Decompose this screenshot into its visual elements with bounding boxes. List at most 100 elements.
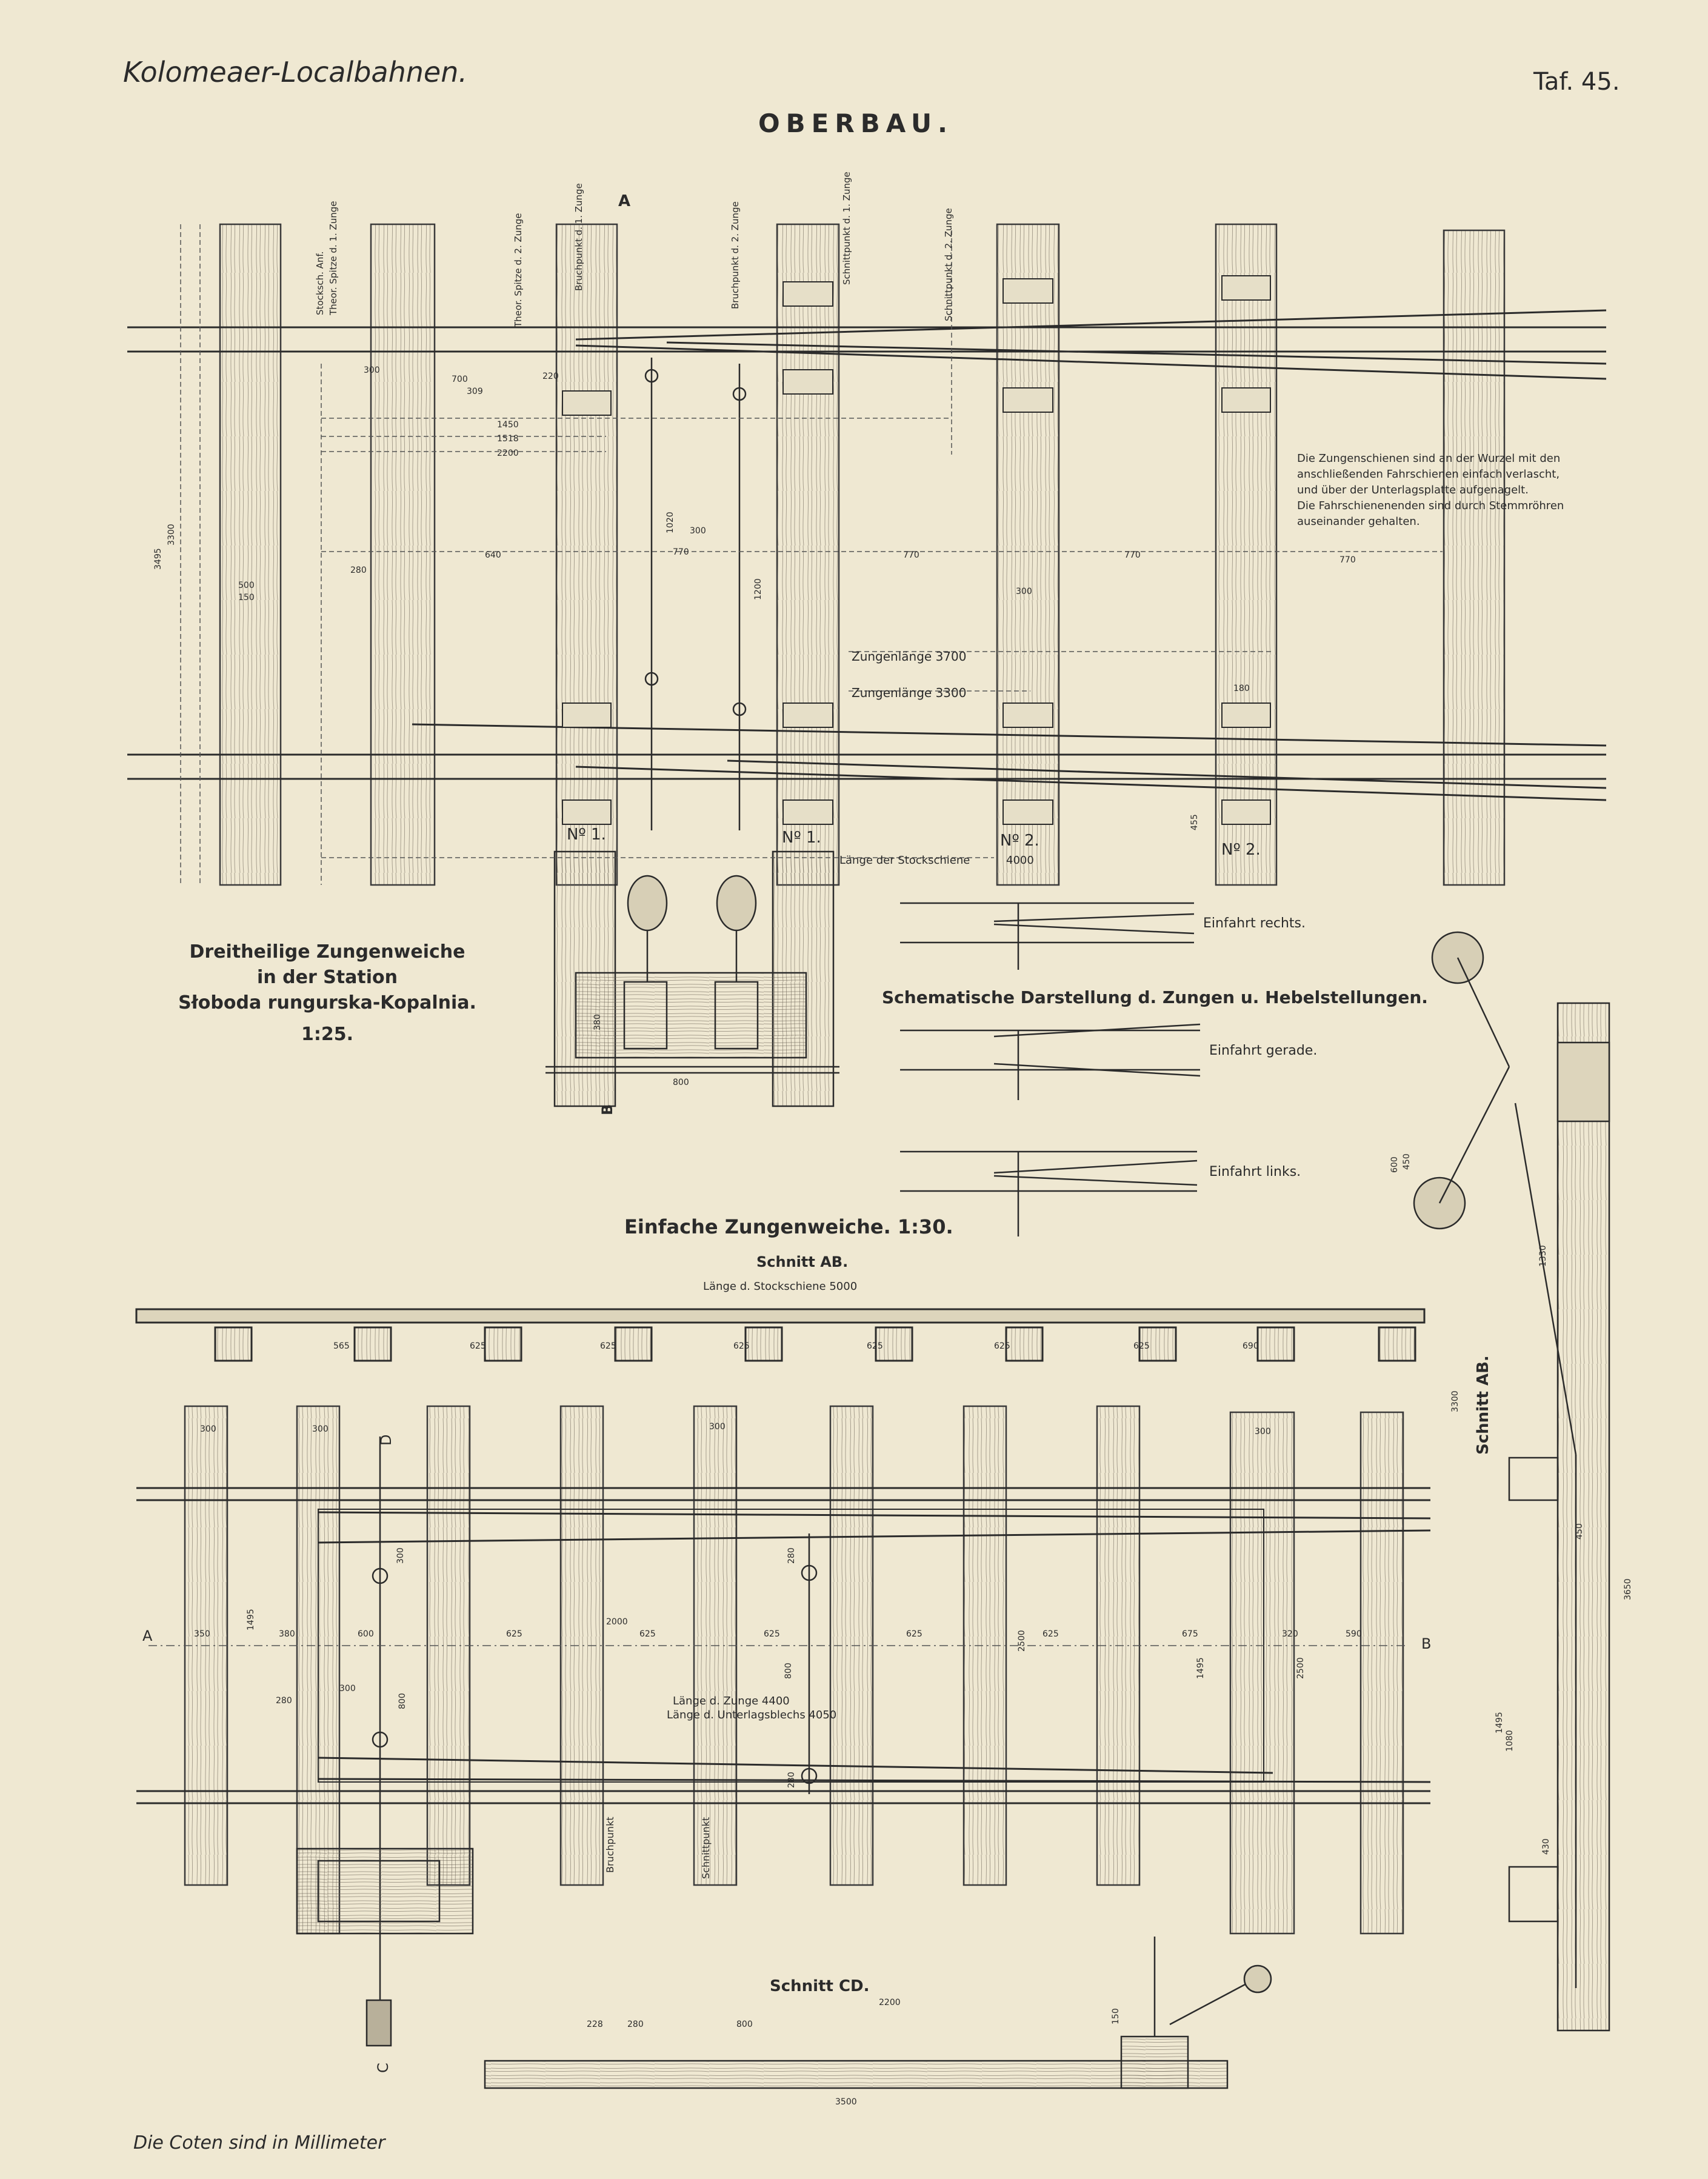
svg-text:300: 300 (364, 365, 380, 375)
schnitt-cd-title: Schnitt CD. (770, 1977, 870, 1995)
svg-text:625: 625 (867, 1341, 883, 1351)
svg-text:300: 300 (312, 1424, 329, 1434)
svg-text:625: 625 (1133, 1341, 1150, 1351)
svg-text:Bruchpunkt d. 1. Zunge: Bruchpunkt d. 1. Zunge (573, 183, 584, 291)
schematic-diagrams (900, 902, 1201, 1236)
svg-text:280: 280 (787, 1772, 796, 1788)
simple-switch-rails (136, 1487, 1431, 1804)
svg-text:150: 150 (1111, 2008, 1121, 2024)
svg-text:3500: 3500 (835, 2097, 857, 2107)
svg-text:Theor. Spitze d. 2. Zunge: Theor. Spitze d. 2. Zunge (513, 213, 524, 328)
svg-text:Stocksch. Anf.: Stocksch. Anf. (315, 252, 325, 315)
units-note: Die Coten sind in Millimeter (133, 2132, 386, 2154)
svg-text:228: 228 (587, 2020, 603, 2029)
publication-title: Kolomeaer-Localbahnen. (123, 56, 467, 88)
svg-text:500: 500 (238, 581, 255, 590)
svg-text:450: 450 (1575, 1523, 1584, 1540)
three-way-lever-stand (545, 850, 839, 1107)
svg-text:300: 300 (1255, 1427, 1271, 1437)
svg-text:800: 800 (673, 1078, 689, 1087)
svg-text:Die Zungenschienen sind an der: Die Zungenschienen sind an der Wurzel mi… (1297, 452, 1560, 465)
three-way-switch-sleepers (219, 223, 1506, 886)
simple-plan-dims: 300 300 300 300 350 380 600 625 625 625 … (194, 1422, 1362, 1706)
svg-text:1495: 1495 (246, 1609, 256, 1630)
svg-text:800: 800 (398, 1693, 407, 1709)
svg-text:625: 625 (764, 1629, 780, 1639)
simple-plan-vertical-dims: 2500 2500 1495 1495 300 800 800 280 280 (246, 1547, 1306, 1788)
simple-lever-stand (296, 1847, 474, 2047)
svg-text:770: 770 (903, 550, 919, 560)
svg-text:300: 300 (709, 1422, 726, 1432)
svg-text:625: 625 (506, 1629, 522, 1639)
simple-switch-title: Einfache Zungenweiche. 1:30. (624, 1215, 953, 1238)
svg-text:300: 300 (1016, 587, 1032, 596)
tongue-length-1: Zungenlänge 3700 (852, 649, 966, 664)
svg-text:600: 600 (1390, 1156, 1399, 1173)
svg-text:in der Station: in der Station (257, 967, 398, 988)
schematic-case-right: Einfahrt rechts. (1203, 916, 1306, 931)
svg-text:2000: 2000 (606, 1617, 628, 1627)
svg-text:1330: 1330 (1538, 1245, 1548, 1267)
svg-text:Schnittpunkt d. 1. Zunge: Schnittpunkt d. 1. Zunge (841, 172, 852, 285)
schnitt-ab-side-drawing (1413, 931, 1610, 2032)
schnitt-ab-side-dims: 600 450 1330 3300 3650 450 1495 1080 430 (1390, 1153, 1633, 1855)
svg-text:2500: 2500 (1296, 1657, 1306, 1679)
svg-text:Dreitheilige Zungenweiche: Dreitheilige Zungenweiche (190, 941, 465, 963)
simple-marks: A B C D (142, 1435, 1431, 2073)
three-way-dimension-lines (180, 224, 1443, 885)
svg-text:Die Fahrschienenenden sind dur: Die Fahrschienenenden sind durch Stemmrö… (1297, 499, 1564, 512)
intersection-label: Schnittpunkt (700, 1817, 712, 1879)
svg-text:600: 600 (358, 1629, 374, 1639)
svg-text:Nº 2.: Nº 2. (1000, 832, 1039, 850)
svg-text:700: 700 (452, 375, 468, 384)
svg-text:1020: 1020 (666, 512, 675, 533)
svg-text:430: 430 (1541, 1838, 1551, 1855)
svg-text:690: 690 (1243, 1341, 1259, 1351)
svg-text:3300: 3300 (167, 524, 176, 546)
svg-text:1200: 1200 (753, 578, 763, 600)
svg-text:625: 625 (600, 1341, 616, 1351)
section-mark-a: A (618, 192, 630, 210)
simple-section-ab-profile (135, 1308, 1426, 1362)
svg-text:D: D (378, 1435, 395, 1446)
sleeper-number-labels: Nº 1. Nº 1. Nº 2. Nº 2. (567, 826, 1261, 859)
svg-text:A: A (142, 1627, 153, 1644)
stock-rail-value: 4000 (1006, 854, 1034, 867)
svg-text:1495: 1495 (1196, 1657, 1206, 1679)
stock-rail-length: Länge der Stockschiene (839, 854, 970, 867)
svg-text:455: 455 (1190, 814, 1199, 830)
svg-text:280: 280 (350, 566, 367, 575)
svg-text:C: C (375, 2063, 392, 2073)
schematic-case-straight: Einfahrt gerade. (1209, 1043, 1317, 1058)
svg-text:und über der Unterlagsplatte a: und über der Unterlagsplatte aufgenagelt… (1297, 484, 1529, 496)
three-way-title: Dreitheilige Zungenweiche in der Station… (178, 941, 476, 1045)
svg-text:1518: 1518 (497, 434, 519, 444)
svg-text:625: 625 (1042, 1629, 1059, 1639)
svg-text:770: 770 (673, 547, 689, 557)
svg-text:625: 625 (906, 1629, 922, 1639)
svg-text:1495: 1495 (1495, 1712, 1504, 1734)
svg-text:800: 800 (784, 1663, 793, 1679)
svg-text:Schnittpunkt d. 2. Zunge: Schnittpunkt d. 2. Zunge (943, 208, 954, 321)
svg-text:625: 625 (470, 1341, 486, 1351)
three-way-switch-rods (644, 358, 747, 830)
tongue-length-2: Zungenlänge 3300 (852, 686, 966, 700)
three-way-switch-rails (127, 309, 1607, 801)
svg-text:Nº 1.: Nº 1. (567, 826, 606, 844)
svg-text:280: 280 (627, 2020, 644, 2029)
svg-text:3300: 3300 (1450, 1390, 1460, 1412)
three-way-vertical-labels: Stocksch. Anf. Theor. Spitze d. 1. Zunge… (315, 172, 954, 328)
svg-text:150: 150 (238, 593, 255, 602)
svg-text:1450: 1450 (497, 420, 519, 430)
plate-length: Länge d. Unterlagsblechs 4050 (667, 1709, 836, 1721)
svg-text:625: 625 (733, 1341, 750, 1351)
svg-text:3650: 3650 (1623, 1578, 1633, 1600)
drawing-title: OBERBAU. (758, 108, 953, 138)
svg-text:280: 280 (276, 1696, 292, 1706)
simple-stock-rail: Länge d. Stockschiene 5000 (703, 1280, 857, 1293)
svg-text:Słoboda rungurska-Kopalnia.: Słoboda rungurska-Kopalnia. (178, 992, 476, 1013)
break-point-label: Bruchpunkt (604, 1817, 616, 1873)
svg-text:380: 380 (593, 1014, 602, 1030)
svg-text:2200: 2200 (497, 449, 519, 458)
